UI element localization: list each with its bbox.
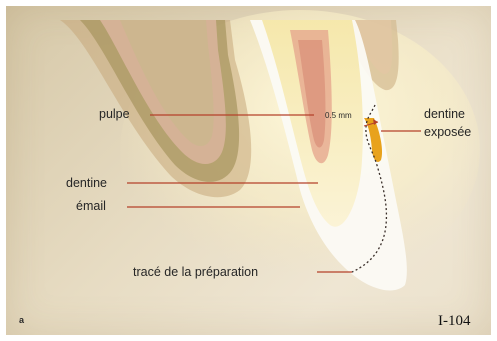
plate-letter: a <box>19 316 24 325</box>
label-dentine: dentine <box>66 177 107 190</box>
label-pulpe: pulpe <box>99 108 130 121</box>
label-trace-preparation: tracé de la préparation <box>133 266 258 279</box>
label-measurement: 0.5 mm <box>325 112 352 120</box>
label-exposed-line1: dentine <box>424 108 465 121</box>
label-exposed-line2: exposée <box>424 126 471 139</box>
label-email: émail <box>76 200 106 213</box>
figure-reference: I-104 <box>438 313 471 330</box>
